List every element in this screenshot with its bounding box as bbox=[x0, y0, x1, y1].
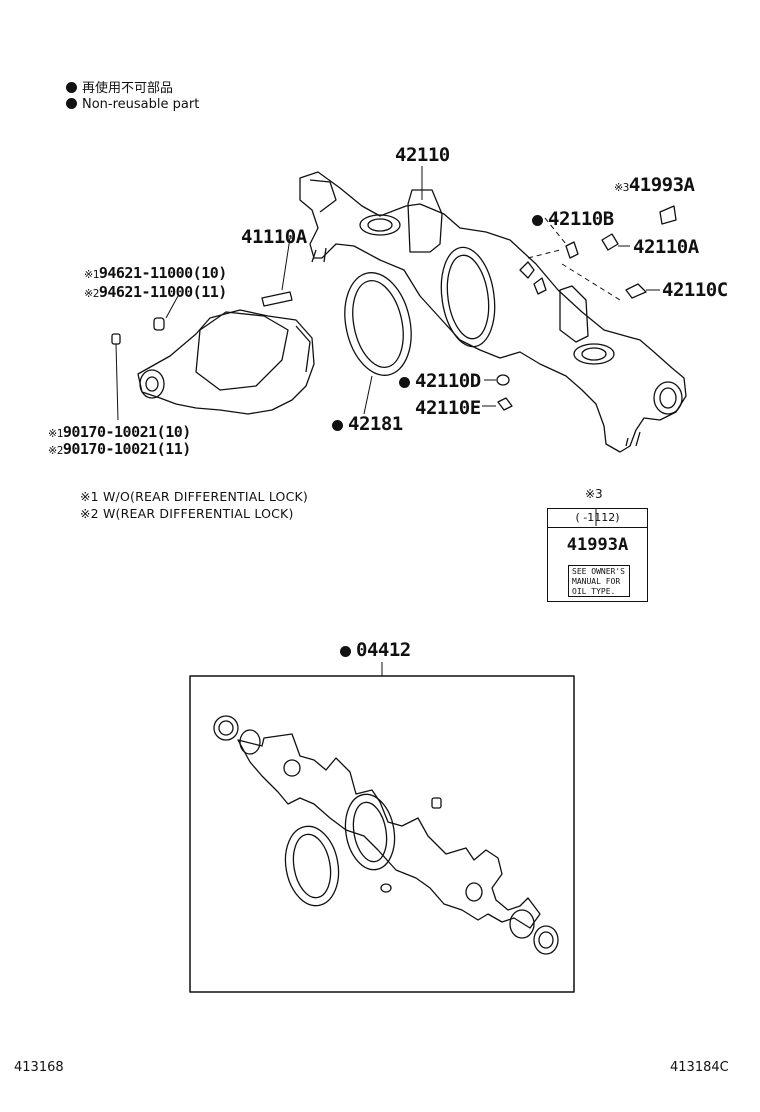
part-number-94621-1: 94621-11000(10) bbox=[98, 264, 227, 282]
part-label-94621-2: ※294621-11000(11) bbox=[84, 283, 227, 301]
plug-42110A bbox=[601, 233, 619, 251]
legend-jp-text: 再使用不可部品 bbox=[82, 81, 174, 96]
differential-carrier-drawing bbox=[137, 309, 315, 415]
part-label-94621-1: ※194621-11000(10) bbox=[84, 264, 227, 282]
part-number-94621-2: 94621-11000(11) bbox=[98, 283, 227, 301]
bushing-94621 bbox=[153, 317, 165, 331]
breather-42110C bbox=[625, 283, 647, 299]
part-number-90170-1: 90170-10021(10) bbox=[62, 423, 191, 441]
note-2: ※2 W(REAR DIFFERENTIAL LOCK) bbox=[80, 506, 294, 521]
non-reusable-dot-icon bbox=[66, 82, 77, 93]
gasket-kit-box bbox=[189, 675, 575, 993]
label-box-mark: ※3 bbox=[585, 487, 603, 501]
non-reusable-dot-icon bbox=[532, 215, 543, 226]
non-reusable-dot-icon bbox=[399, 377, 410, 388]
label-box-date-range: ( -1112) bbox=[548, 509, 647, 528]
part-label-41993A: ※341993A bbox=[614, 174, 695, 196]
part-number-42110B: 42110B bbox=[548, 208, 614, 230]
non-reusable-dot-icon bbox=[340, 646, 351, 657]
part-label-04412: 04412 bbox=[340, 639, 411, 661]
part-number-90170-2: 90170-10021(11) bbox=[62, 440, 191, 458]
non-reusable-dot-icon bbox=[332, 420, 343, 431]
mark-3: ※3 bbox=[614, 181, 629, 194]
label-41993A bbox=[659, 205, 677, 225]
mark-2: ※2 bbox=[48, 444, 63, 457]
plug-42110D bbox=[496, 374, 510, 386]
plug-42110B bbox=[565, 241, 579, 259]
gasket-42181-drawing bbox=[344, 272, 412, 376]
legend-en: Non-reusable part bbox=[66, 97, 199, 112]
mark-1: ※1 bbox=[48, 427, 63, 440]
figure-id-right: 413184C bbox=[670, 1060, 729, 1075]
nut-90170 bbox=[111, 333, 121, 345]
label-box: ( -1112) 41993A SEE OWNER'S MANUAL FOR O… bbox=[547, 508, 648, 602]
axle-housing-drawing bbox=[299, 171, 687, 453]
mark-2: ※2 bbox=[84, 287, 99, 300]
figure-id-left: 413168 bbox=[14, 1060, 64, 1075]
part-number-41993A: 41993A bbox=[628, 174, 695, 196]
gasket-kit-parts bbox=[213, 715, 559, 955]
part-number-04412: 04412 bbox=[356, 639, 411, 661]
legend-en-text: Non-reusable part bbox=[82, 97, 200, 112]
part-label-42110: 42110 bbox=[395, 144, 450, 166]
part-label-42181: 42181 bbox=[332, 413, 403, 435]
mark-1: ※1 bbox=[84, 268, 99, 281]
plug-42110E bbox=[497, 397, 513, 411]
part-number-42181: 42181 bbox=[348, 413, 403, 435]
legend-jp: 再使用不可部品 bbox=[66, 77, 173, 96]
note-1: ※1 W/O(REAR DIFFERENTIAL LOCK) bbox=[80, 489, 308, 504]
part-label-42110A: 42110A bbox=[633, 236, 699, 258]
part-label-90170-1: ※190170-10021(10) bbox=[48, 423, 191, 441]
part-label-41110A: 41110A bbox=[241, 226, 307, 248]
label-sticker: SEE OWNER'S MANUAL FOR OIL TYPE. bbox=[568, 565, 630, 597]
part-label-90170-2: ※290170-10021(11) bbox=[48, 440, 191, 458]
part-label-42110B: 42110B bbox=[532, 208, 614, 230]
stud-bolt-41110A bbox=[261, 291, 293, 307]
label-box-part: 41993A bbox=[566, 535, 629, 555]
part-label-42110C: 42110C bbox=[662, 279, 728, 301]
non-reusable-dot-icon bbox=[66, 98, 77, 109]
part-label-42110E: 42110E bbox=[415, 397, 481, 419]
part-label-42110D: 42110D bbox=[399, 370, 481, 392]
part-number-42110D: 42110D bbox=[415, 370, 481, 392]
